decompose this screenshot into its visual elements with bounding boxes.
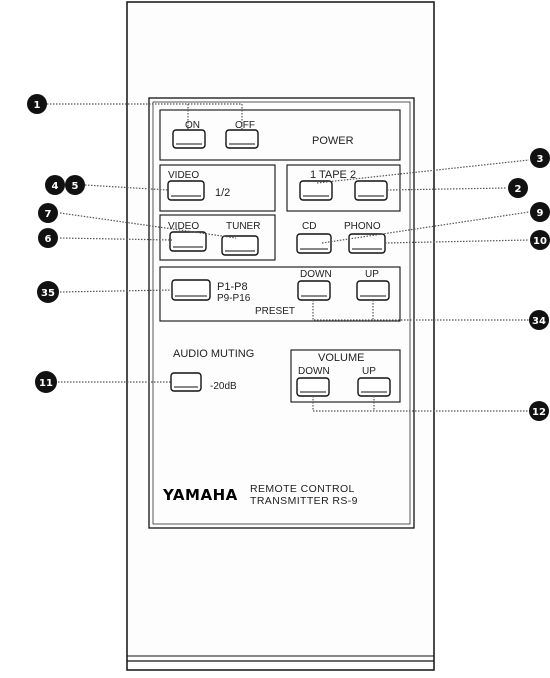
leader-9 xyxy=(321,211,530,244)
source-video-label: VIDEO xyxy=(168,221,199,232)
preset-group xyxy=(159,266,401,322)
leader-lines xyxy=(47,103,530,412)
preset-range-1: P1-P8 xyxy=(217,281,248,293)
svg-text:10: 10 xyxy=(533,236,547,247)
volume-down-button[interactable] xyxy=(296,377,330,397)
svg-text:35: 35 xyxy=(41,288,55,299)
leader-4-5 xyxy=(84,184,169,191)
leader-6 xyxy=(59,237,173,241)
power-title: POWER xyxy=(312,135,354,147)
preset-down-label: DOWN xyxy=(300,269,332,280)
callout-35: 35 xyxy=(37,281,59,303)
callout-10: 10 xyxy=(530,230,550,250)
source-tuner-label: TUNER xyxy=(226,221,260,232)
callout-12: 12 xyxy=(529,401,549,421)
video-select-group xyxy=(159,164,276,212)
preset-title: PRESET xyxy=(255,306,295,317)
power-on-label: ON xyxy=(185,120,200,131)
callout-9: 9 xyxy=(530,202,550,222)
subtitle-line1: REMOTE CONTROL xyxy=(250,483,355,495)
leader-35 xyxy=(59,289,173,293)
power-on-button[interactable] xyxy=(172,129,206,149)
leader-3 xyxy=(316,159,530,184)
callout-2: 2 xyxy=(508,178,528,198)
tape-group xyxy=(286,164,401,212)
svg-text:12: 12 xyxy=(532,407,546,418)
video-1-2-button[interactable] xyxy=(167,180,205,201)
callout-34: 34 xyxy=(529,310,549,330)
source-phono-label: PHONO xyxy=(344,221,381,232)
preset-range-button[interactable] xyxy=(171,279,211,301)
muting-button[interactable] xyxy=(170,372,202,392)
svg-text:4: 4 xyxy=(52,181,59,192)
svg-text:34: 34 xyxy=(532,316,546,327)
leader-2 xyxy=(386,187,508,191)
preset-up-button[interactable] xyxy=(356,280,390,301)
preset-range-2: P9-P16 xyxy=(217,293,251,304)
callout-5: 5 xyxy=(65,175,85,195)
source-group-left xyxy=(159,214,276,261)
callout-7: 7 xyxy=(38,203,58,223)
svg-text:7: 7 xyxy=(45,209,52,220)
source-cd-button[interactable] xyxy=(296,233,332,254)
callout-4: 4 xyxy=(45,175,65,195)
callout-3: 3 xyxy=(530,148,550,168)
svg-text:5: 5 xyxy=(72,181,79,192)
svg-text:9: 9 xyxy=(537,208,544,219)
svg-text:6: 6 xyxy=(45,234,52,245)
power-off-button[interactable] xyxy=(225,129,259,149)
remote-body xyxy=(126,1,435,671)
svg-text:1: 1 xyxy=(34,100,41,111)
callout-1: 1 xyxy=(27,94,47,114)
leader-1 xyxy=(47,103,243,130)
button-panel-inner xyxy=(152,101,411,525)
leader-34 xyxy=(312,300,529,321)
preset-up-label: UP xyxy=(365,269,379,280)
muting-value: -20dB xyxy=(210,381,237,392)
tape-2-button[interactable] xyxy=(354,180,388,201)
leader-7 xyxy=(59,212,237,239)
volume-up-button[interactable] xyxy=(357,377,391,397)
volume-group xyxy=(290,349,401,403)
source-tuner-button[interactable] xyxy=(221,235,259,256)
volume-down-label: DOWN xyxy=(298,366,330,377)
callout-11: 11 xyxy=(35,371,57,393)
volume-title: VOLUME xyxy=(318,352,364,364)
leader-10 xyxy=(384,239,530,244)
source-cd-label: CD xyxy=(302,221,316,232)
svg-text:2: 2 xyxy=(515,184,522,195)
leader-12 xyxy=(312,396,529,412)
callout-6: 6 xyxy=(38,228,58,248)
button-panel xyxy=(148,97,415,529)
video-select-label: VIDEO xyxy=(168,170,199,181)
power-group xyxy=(159,109,401,161)
video-select-value: 1/2 xyxy=(215,187,230,199)
preset-down-button[interactable] xyxy=(297,280,331,301)
subtitle-line2: TRANSMITTER RS-9 xyxy=(250,495,358,507)
tape-label: 1 TAPE 2 xyxy=(310,169,356,181)
power-off-label: OFF xyxy=(235,120,255,131)
svg-text:11: 11 xyxy=(39,378,53,389)
source-phono-button[interactable] xyxy=(348,233,386,254)
tape-1-button[interactable] xyxy=(299,180,333,201)
muting-title: AUDIO MUTING xyxy=(173,348,254,360)
volume-up-label: UP xyxy=(362,366,376,377)
svg-text:3: 3 xyxy=(537,154,544,165)
source-video-button[interactable] xyxy=(169,231,207,252)
brand-logo: YAMAHA xyxy=(162,486,238,504)
